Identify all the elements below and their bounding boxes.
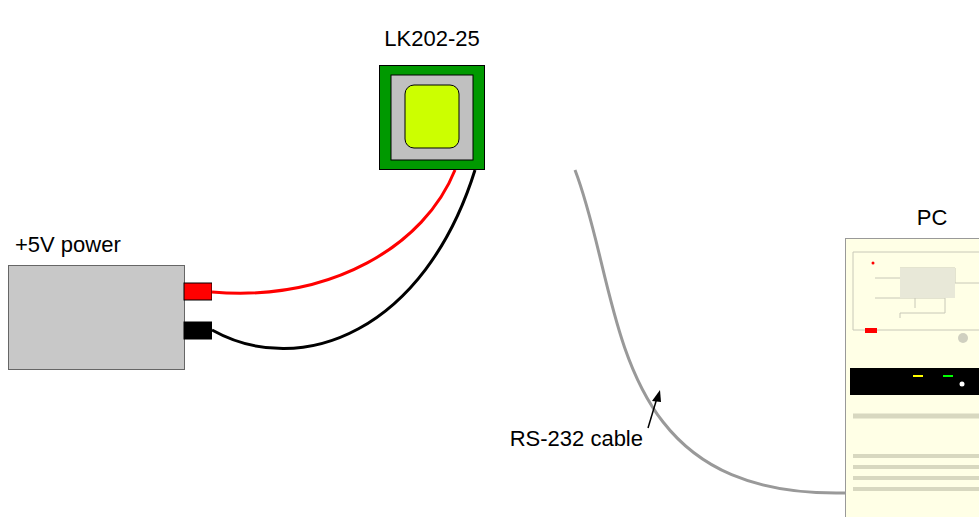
leader-arrowhead <box>652 390 661 402</box>
leader-line <box>648 398 657 428</box>
device-name: +5V power <box>8 232 212 258</box>
power-supply: +5V power <box>8 232 212 370</box>
device-name: LK202-25 <box>339 26 525 52</box>
power-supply-drawing <box>8 265 212 370</box>
red-wire <box>212 170 455 293</box>
pc-tower-drawing <box>845 238 979 517</box>
black-wire <box>212 170 475 349</box>
pc-tower: PC <box>845 205 979 517</box>
callout-label: RS-232 cable <box>510 426 643 452</box>
lcd-module-drawing <box>379 65 485 170</box>
device-name: PC <box>825 205 979 231</box>
lcd-module: LK202-25 <box>379 26 485 170</box>
